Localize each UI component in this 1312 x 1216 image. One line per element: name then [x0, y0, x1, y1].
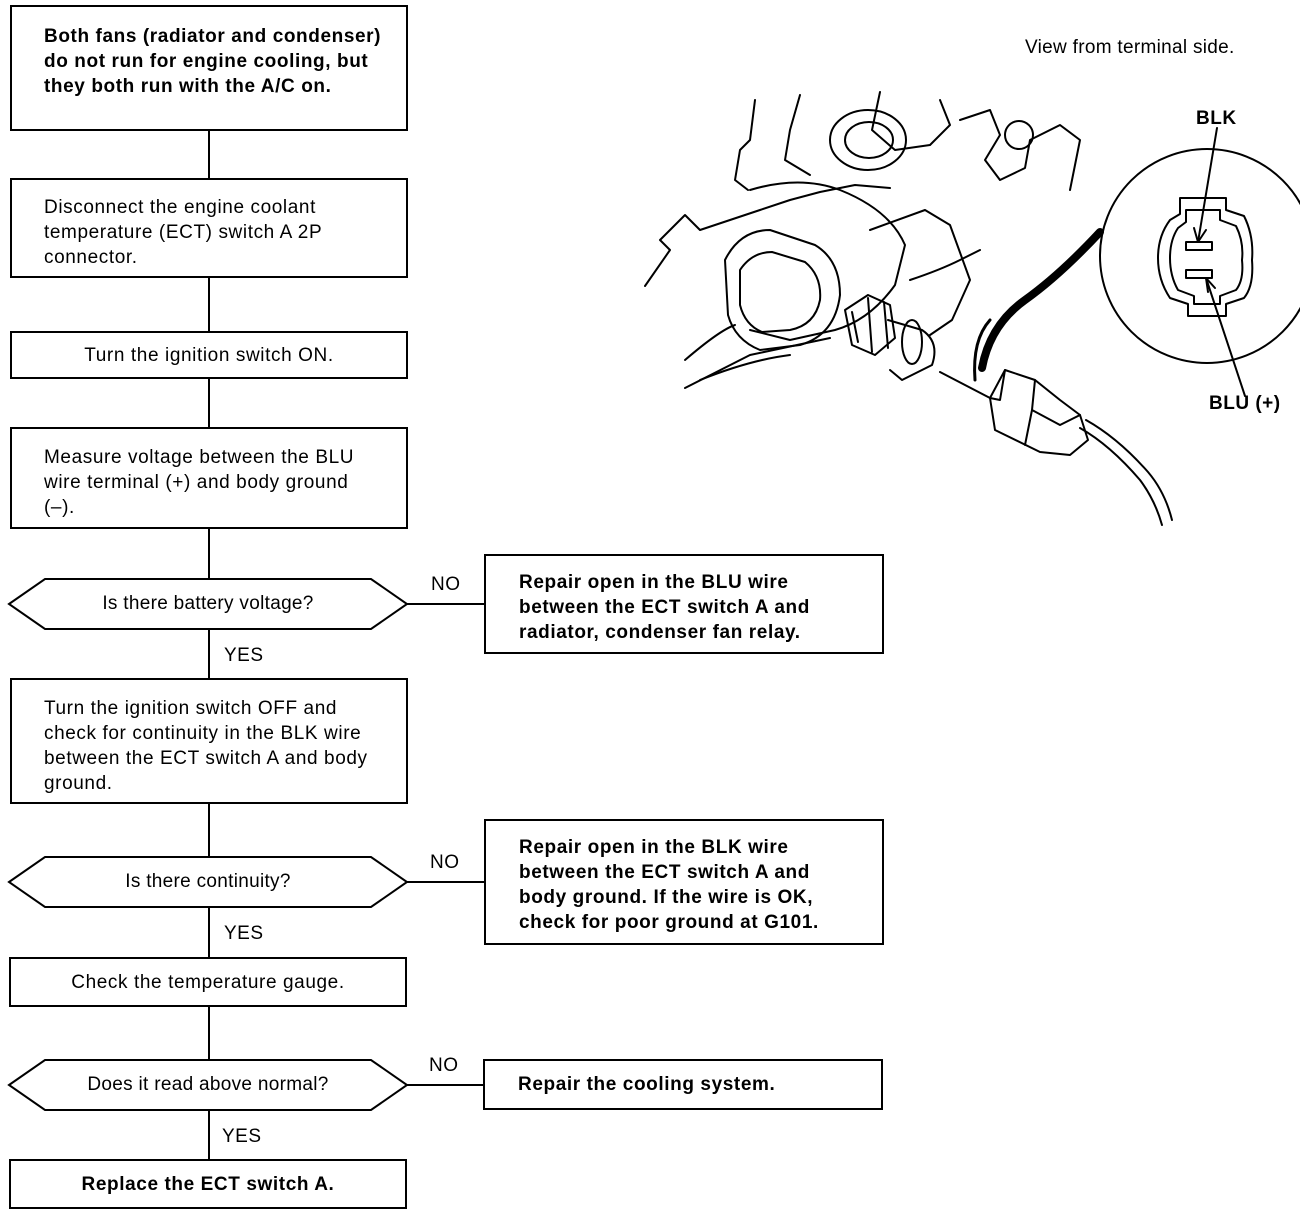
connector-line [208, 130, 210, 179]
final-step-box: Replace the ECT switch A. [9, 1159, 407, 1209]
step-ignition-on-text: Turn the ignition switch ON. [84, 344, 334, 366]
no-label-battery: NO [431, 574, 461, 595]
start-box-text: Both fans (radiator and condenser) do no… [44, 26, 382, 97]
connector-line [208, 528, 210, 579]
repair-blk-text: Repair open in the BLK wire between the … [519, 837, 819, 933]
decision-battery-text: Is there battery voltage? [102, 593, 314, 614]
step-disconnect-box: Disconnect the engine coolant temperatur… [10, 178, 408, 278]
no-label-gauge: NO [429, 1055, 459, 1076]
terminal-label-blk: BLK [1196, 108, 1237, 129]
start-box: Both fans (radiator and condenser) do no… [10, 5, 408, 131]
step-measure-box: Measure voltage between the BLU wire ter… [10, 427, 408, 529]
connector-line [208, 629, 210, 679]
step-gauge-text: Check the temperature gauge. [71, 971, 345, 993]
illustration-caption: View from terminal side. [1025, 37, 1235, 58]
yes-label-gauge: YES [222, 1126, 262, 1147]
step-ignition-off-box: Turn the ignition switch OFF and check f… [10, 678, 408, 804]
repair-cooling-box: Repair the cooling system. [483, 1059, 883, 1110]
connector-line [208, 277, 210, 332]
decision-continuity-text: Is there continuity? [125, 871, 291, 892]
step-ignition-on-box: Turn the ignition switch ON. [10, 331, 408, 379]
terminal-label-blu: BLU (+) [1209, 393, 1281, 414]
decision-gauge-text: Does it read above normal? [87, 1074, 329, 1095]
yes-label-battery: YES [224, 645, 264, 666]
connector-line [407, 1084, 483, 1086]
yes-label-continuity: YES [224, 923, 264, 944]
repair-blk-box: Repair open in the BLK wire between the … [484, 819, 884, 945]
ect-switch-illustration [644, 91, 1300, 526]
connector-line [407, 603, 484, 605]
connector-line [407, 881, 484, 883]
step-disconnect-text: Disconnect the engine coolant temperatur… [44, 197, 322, 268]
no-label-continuity: NO [430, 852, 460, 873]
connector-line [208, 907, 210, 958]
repair-cooling-text: Repair the cooling system. [518, 1074, 776, 1095]
connector-line [208, 1006, 210, 1060]
repair-blu-text: Repair open in the BLU wire between the … [519, 572, 810, 643]
connector-line [208, 803, 210, 857]
repair-blu-box: Repair open in the BLU wire between the … [484, 554, 884, 654]
connector-line [208, 378, 210, 428]
final-step-text: Replace the ECT switch A. [81, 1173, 335, 1195]
step-measure-text: Measure voltage between the BLU wire ter… [44, 447, 355, 518]
connector-line [208, 1110, 210, 1160]
step-ignition-off-text: Turn the ignition switch OFF and check f… [44, 698, 368, 794]
step-gauge-box: Check the temperature gauge. [9, 957, 407, 1007]
